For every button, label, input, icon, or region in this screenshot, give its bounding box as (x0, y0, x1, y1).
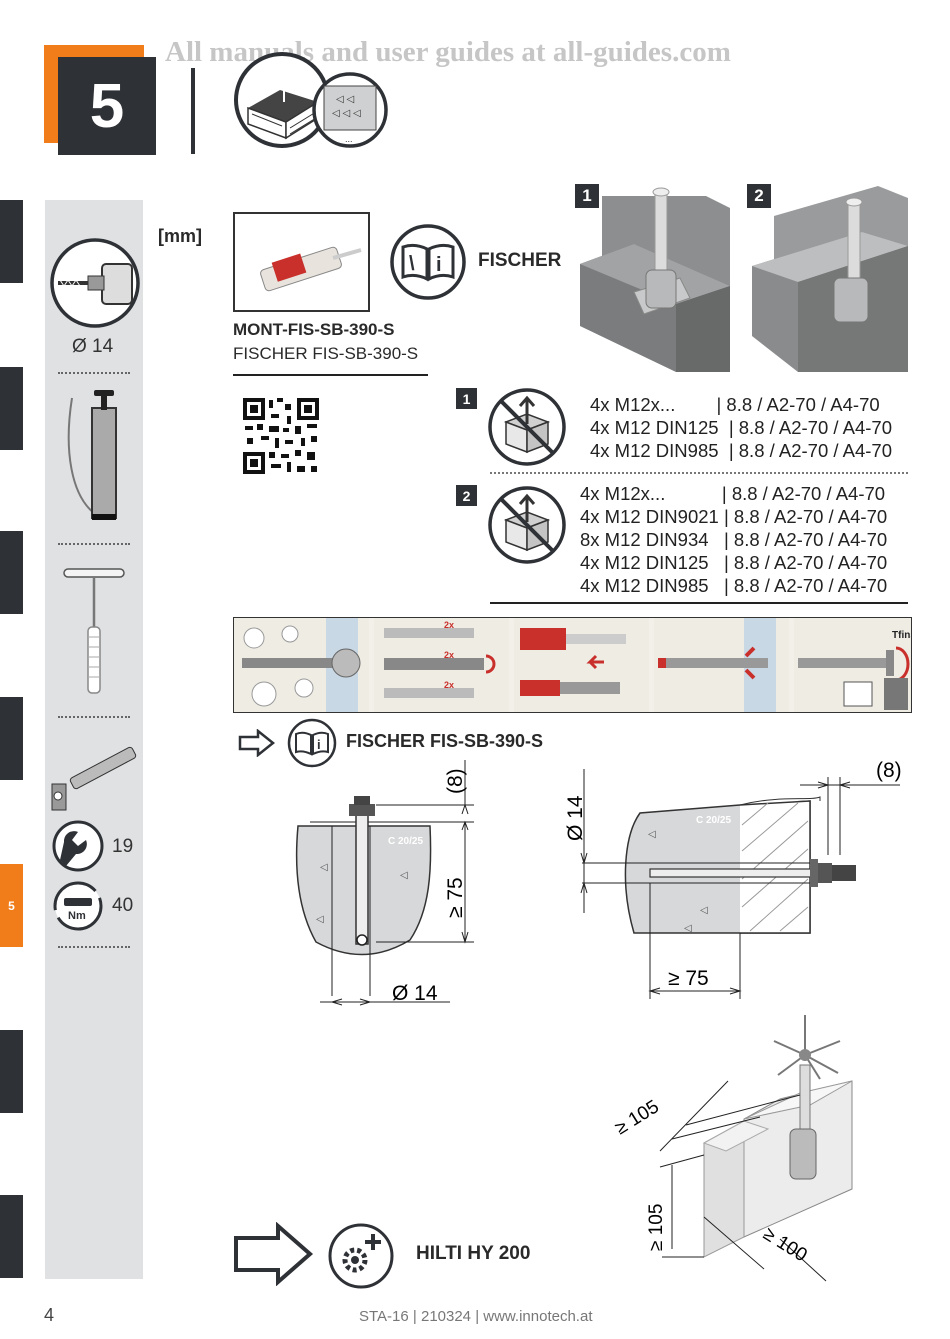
product-name: MONT-FIS-SB-390-S (233, 320, 395, 339)
side-tab[interactable] (0, 1195, 23, 1278)
footer-doc: STA-16 | 210324 | www.innotech.at (359, 1308, 593, 1325)
torque-value: 40 (112, 895, 134, 916)
screw-line: 4x M12 DIN985 | 8.8 / A2-70 / A4-70 (580, 575, 888, 596)
package-contents-icon (488, 388, 566, 466)
dim-depth: ≥ 75 (668, 967, 709, 990)
side-tab[interactable] (0, 367, 23, 450)
edge-distance-2: ≥ 105 (646, 1204, 667, 1251)
wrench-size: 19 (112, 836, 134, 857)
step-number: 5 (58, 57, 156, 155)
variant-badge-1: 1 (575, 184, 599, 208)
unit-label: [mm] (158, 226, 202, 246)
screws-divider (490, 472, 908, 474)
svg-text:\: \ (409, 253, 415, 275)
svg-text:◁: ◁ (700, 905, 708, 916)
screw-line: 4x M12 DIN9021 | 8.8 / A2-70 / A4-70 (580, 506, 888, 527)
svg-text:◁: ◁ (684, 923, 692, 934)
product-divider (233, 374, 428, 376)
edge-distance-1: ≥ 105 (612, 1096, 663, 1139)
injection-gun-icon (51, 746, 137, 811)
step-drill-image (234, 618, 369, 712)
screw-line: 4x M12 DIN125 | 8.8 / A2-70 / A4-70 (590, 417, 893, 438)
svg-text:i: i (436, 254, 442, 276)
svg-text:◁: ◁ (648, 829, 656, 840)
drill-icon (50, 238, 140, 328)
screw-line: 4x M12x... | 8.8 / A2-70 / A4-70 (580, 483, 886, 504)
alternative-product-label: HILTI HY 200 (416, 1243, 531, 1264)
screws-badge-1: 1 (456, 388, 477, 409)
dim-diameter: Ø 14 (392, 982, 438, 1005)
concrete-grade: C 20/25 (388, 836, 423, 847)
brand-label: FISCHER (478, 250, 562, 271)
torque-icon: Nm (53, 881, 103, 931)
screw-line: 4x M12 DIN125 | 8.8 / A2-70 / A4-70 (580, 552, 888, 573)
edge-distance-drawing: ≥ 105 ≥ 105 ≥ 100 (612, 1015, 853, 1282)
edge-distance-3: ≥ 100 (759, 1223, 810, 1266)
page-number: 4 (44, 1305, 55, 1325)
step-insert-image (654, 618, 789, 712)
strip-mult-label: 2x (444, 680, 454, 690)
divider (58, 372, 130, 374)
strip-mult-label: 2x (444, 620, 454, 630)
vertical-anchor-drawing: C 20/25 (8) ≥ 75 Ø 14 ◁ ◁ ◁ (295, 760, 474, 1006)
product-subname: FISCHER FIS-SB-390-S (233, 344, 419, 363)
wood-substrate-icon (234, 52, 330, 148)
blow-pump-icon (67, 390, 117, 520)
variant-2-photo (752, 186, 908, 372)
qr-code[interactable] (241, 396, 321, 476)
concrete-substrate-icon: ◁ ◁ ◁ ◁ ◁ ... (312, 72, 388, 148)
svg-text:◁ ◁: ◁ ◁ (336, 94, 354, 105)
screw-line: 4x M12 DIN985 | 8.8 / A2-70 / A4-70 (590, 440, 893, 461)
step-inject-image (514, 618, 649, 712)
screw-line: 8x M12 DIN934 | 8.8 / A2-70 / A4-70 (580, 529, 888, 550)
manual-book-icon: i (287, 718, 337, 768)
arrow-right-icon (238, 729, 276, 757)
cartridge-icon (260, 246, 362, 292)
big-arrow-icon (234, 1222, 314, 1286)
side-tab[interactable] (0, 200, 23, 283)
cleaning-brush-icon (63, 568, 125, 694)
side-tab[interactable] (0, 1030, 23, 1113)
installation-steps-strip: 2x 2x 2x Tfinst (233, 617, 920, 713)
strip-tfinst-label: Tfinst (892, 630, 911, 641)
drill-diameter: Ø 14 (72, 336, 114, 357)
svg-text:◁ ◁ ◁: ◁ ◁ ◁ (332, 108, 361, 119)
product-image (233, 212, 370, 312)
divider (58, 946, 130, 948)
gear-plus-icon (328, 1223, 394, 1289)
dim-top: (8) (444, 768, 467, 794)
substrate-icons: ◁ ◁ ◁ ◁ ◁ ... (234, 52, 388, 148)
header-divider (191, 68, 195, 154)
side-tab-active[interactable]: 5 (0, 864, 23, 947)
manual-book-icon: \ i (390, 224, 466, 300)
reference-label: FISCHER FIS-SB-390-S (346, 731, 544, 751)
horizontal-anchor-drawing: C 20/25 Ø 14 (8) ≥ 75 ◁ ◁ ◁ (564, 759, 902, 999)
divider (58, 716, 130, 718)
variant-1-photo (580, 187, 730, 372)
dim-depth: ≥ 75 (444, 877, 467, 918)
screw-line: 4x M12x... | 8.8 / A2-70 / A4-70 (590, 394, 880, 415)
svg-text:...: ... (345, 134, 353, 144)
divider (58, 543, 130, 545)
svg-text:◁: ◁ (316, 914, 324, 925)
side-tab[interactable] (0, 697, 23, 780)
variant-badge-2: 2 (747, 184, 771, 208)
strip-mult-label: 2x (444, 650, 454, 660)
step-tighten-image: Tfinst (794, 618, 920, 712)
dim-top: (8) (876, 759, 902, 782)
dim-diameter: Ø 14 (564, 795, 587, 841)
step-clean-image: 2x 2x 2x (374, 618, 509, 712)
screws-badge-2: 2 (456, 485, 477, 506)
side-tab[interactable] (0, 531, 23, 614)
svg-text:◁: ◁ (400, 870, 408, 881)
tools-sidebar (45, 200, 143, 1279)
wrench-icon (52, 820, 104, 872)
screws-end-divider (490, 602, 908, 604)
torque-unit: Nm (68, 910, 86, 922)
svg-text:◁: ◁ (320, 862, 328, 873)
concrete-grade: C 20/25 (696, 815, 731, 826)
package-contents-icon (488, 486, 566, 564)
svg-text:i: i (317, 737, 321, 752)
